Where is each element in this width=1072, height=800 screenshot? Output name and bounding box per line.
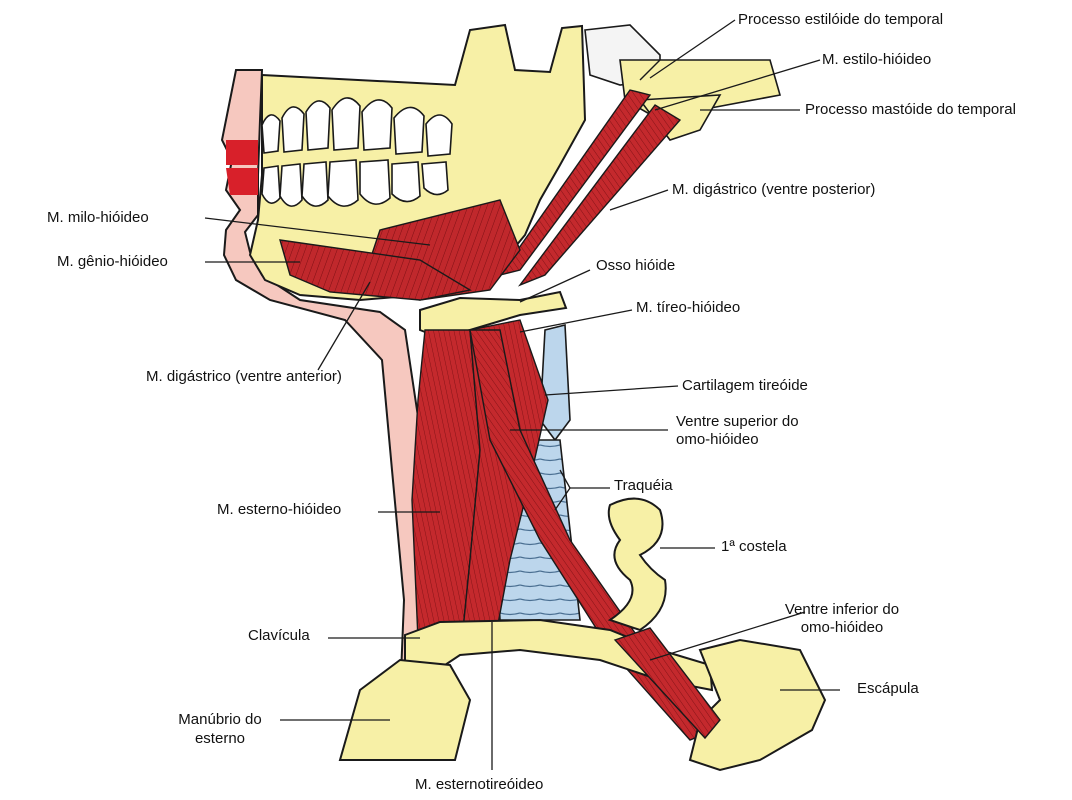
- label-m-genio-hioideo: M. gênio-hióideo: [57, 253, 168, 271]
- label-escapula: Escápula: [857, 680, 919, 698]
- label-m-tireo-hioideo: M. tíreo-hióideo: [636, 299, 740, 317]
- label-ventre-inferior-line2: omo-hióideo: [770, 619, 914, 637]
- label-osso-hioide: Osso hióide: [596, 257, 675, 275]
- label-m-milo-hioideo: M. milo-hióideo: [47, 209, 149, 227]
- scapula: [690, 640, 825, 770]
- label-ventre-inferior-line1: Ventre inferior do: [770, 601, 914, 619]
- label-m-estilo-hioideo: M. estilo-hióideo: [822, 51, 931, 69]
- label-ventre-superior-line2: omo-hióideo: [676, 431, 759, 449]
- label-manubrio-line2: esterno: [164, 730, 276, 748]
- label-ventre-superior-line1: Ventre superior do: [676, 413, 799, 431]
- label-processo-mastoide: Processo mastóide do temporal: [805, 101, 1016, 119]
- label-primeira-costela: 1ª costela: [721, 538, 787, 556]
- label-m-digastrico-posterior: M. digástrico (ventre posterior): [672, 181, 875, 199]
- label-cartilagem-tireoide: Cartilagem tireóide: [682, 377, 808, 395]
- label-m-digastrico-anterior: M. digástrico (ventre anterior): [146, 368, 342, 386]
- label-processo-estiloide: Processo estilóide do temporal: [738, 11, 943, 29]
- manubrium: [340, 660, 470, 760]
- label-traqueia: Traquéia: [614, 477, 673, 495]
- label-clavicula: Clavícula: [248, 627, 310, 645]
- label-manubrio-line1: Manúbrio do: [164, 711, 276, 729]
- label-m-esterno-hioideo: M. esterno-hióideo: [217, 501, 341, 519]
- label-m-esternotireoideo: M. esternotireóideo: [415, 776, 543, 794]
